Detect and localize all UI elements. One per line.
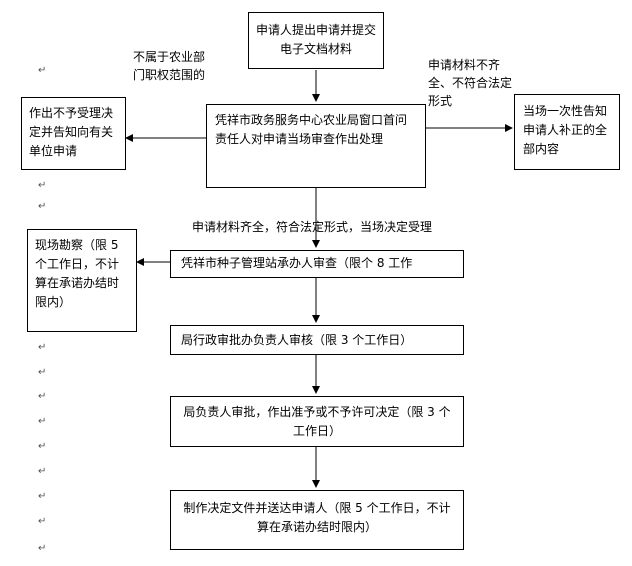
- box-submit-text: 申请人提出申请并提交电子文档材料: [255, 23, 376, 56]
- paragraph-mark-4: ↵: [38, 342, 47, 353]
- paragraph-mark-6: ↵: [38, 391, 47, 402]
- paragraph-mark-9: ↵: [38, 466, 47, 477]
- box-correction-notice: 当场一次性告知申请人补正的全部内容: [514, 94, 620, 170]
- box-review-text: 凭祥市政务服务中心农业局窗口首问责任人对申请当场审查作出处理: [215, 113, 408, 146]
- box-seed-station-review: 凭祥市种子管理站承办人审查（限个 8 工作: [170, 250, 464, 278]
- box-site-survey: 现场勘察（限 5 个工作日，不计算在承诺办结时限内）: [27, 229, 137, 332]
- paragraph-mark-12: ↵: [38, 543, 47, 554]
- paragraph-mark-8: ↵: [38, 441, 47, 452]
- paragraph-mark-5: ↵: [38, 367, 47, 378]
- paragraph-mark-11: ↵: [38, 516, 47, 527]
- label-accepted: 申请材料齐全，符合法定形式，当场决定受理: [192, 218, 482, 236]
- label-not-in-scope-text: 不属于农业部门职权范围的: [133, 50, 206, 82]
- box-director-text: 局负责人审批，作出准予或不予许可决定（限 3 个工作日）: [183, 405, 451, 438]
- box-station-text: 凭祥市种子管理站承办人审查（限个 8 工作: [181, 256, 413, 270]
- box-office-text: 局行政审批办负责人审核（限 3 个工作日）: [181, 333, 413, 347]
- label-incomplete-materials: 申请材料不齐全、不符合法定形式: [428, 56, 512, 110]
- box-office-review: 局行政审批办负责人审核（限 3 个工作日）: [170, 325, 464, 355]
- box-window-review: 凭祥市政务服务中心农业局窗口首问责任人对申请当场审查作出处理: [206, 104, 426, 188]
- label-accepted-text: 申请材料齐全，符合法定形式，当场决定受理: [192, 220, 433, 234]
- paragraph-mark-1: ↵: [38, 65, 47, 76]
- paragraph-mark-10: ↵: [38, 491, 47, 502]
- box-reject-notice: 作出不予受理决定并告知向有关单位申请: [21, 97, 126, 170]
- box-deliver-decision: 制作决定文件并送达申请人（限 5 个工作日，不计算在承诺办结时限内）: [170, 490, 464, 550]
- label-incomplete-text: 申请材料不齐全、不符合法定形式: [428, 58, 513, 108]
- box-director-approval: 局负责人审批，作出准予或不予许可决定（限 3 个工作日）: [170, 396, 464, 447]
- box-deliver-text: 制作决定文件并送达申请人（限 5 个工作日，不计算在承诺办结时限内）: [183, 501, 451, 534]
- paragraph-mark-2: ↵: [38, 180, 47, 191]
- label-not-in-scope: 不属于农业部门职权范围的: [133, 48, 205, 84]
- box-survey-text: 现场勘察（限 5 个工作日，不计算在承诺办结时限内）: [35, 238, 120, 309]
- paragraph-mark-7: ↵: [38, 416, 47, 427]
- box-reject-text: 作出不予受理决定并告知向有关单位申请: [29, 106, 114, 158]
- paragraph-mark-3: ↵: [38, 201, 47, 212]
- box-correct-text: 当场一次性告知申请人补正的全部内容: [523, 104, 608, 156]
- box-submit-application: 申请人提出申请并提交电子文档材料: [248, 12, 384, 69]
